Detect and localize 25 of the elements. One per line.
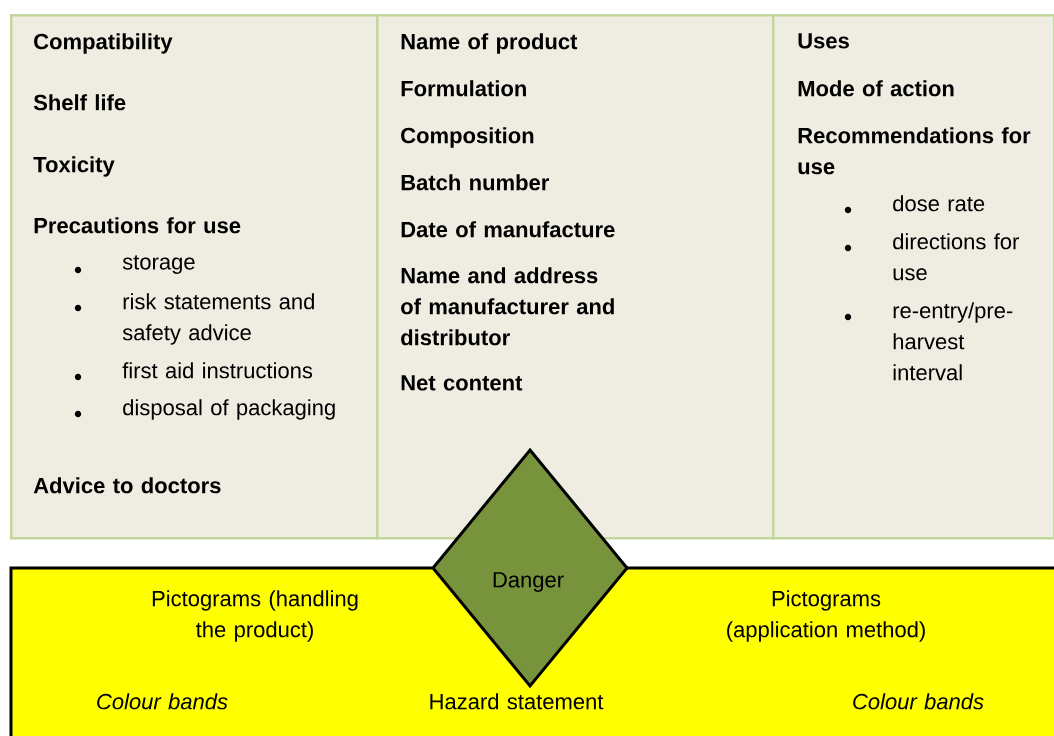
- section-heading: Toxicity: [33, 156, 115, 177]
- bullet-item: first aid instructions: [74, 362, 313, 381]
- label-text: Colour bands: [853, 693, 984, 710]
- label-text: Danger: [493, 572, 564, 592]
- section-heading: Batch number: [401, 174, 549, 191]
- bullet-item: re-entry/pre-harvest interval: [844, 302, 1013, 381]
- bullet-item: storage: [74, 255, 195, 274]
- section-heading: Compatibility: [34, 33, 173, 54]
- label-text: Pictograms (handling the product): [152, 590, 358, 642]
- section-heading: Shelf life: [33, 94, 126, 111]
- label-text: Colour bands: [97, 693, 228, 710]
- section-heading: Name and address of manufacturer and distributor: [401, 267, 614, 346]
- section-heading: Name of product: [401, 33, 578, 54]
- section-heading: Mode of action: [798, 80, 954, 97]
- section-heading: Composition: [401, 127, 534, 148]
- label-text: Hazard statement: [430, 693, 604, 710]
- section-heading: Net content: [401, 375, 523, 391]
- section-heading: Precautions for use: [34, 217, 241, 234]
- section-heading: Date of manufacture: [401, 221, 615, 238]
- section-heading: Advice to doctors: [33, 477, 221, 494]
- bullet-item: disposal of packaging: [74, 399, 335, 420]
- section-heading: Uses: [798, 33, 849, 49]
- bullet-item: dose rate: [844, 195, 985, 214]
- section-heading: Formulation: [401, 80, 526, 97]
- label-text: Pictograms (application method): [727, 590, 925, 642]
